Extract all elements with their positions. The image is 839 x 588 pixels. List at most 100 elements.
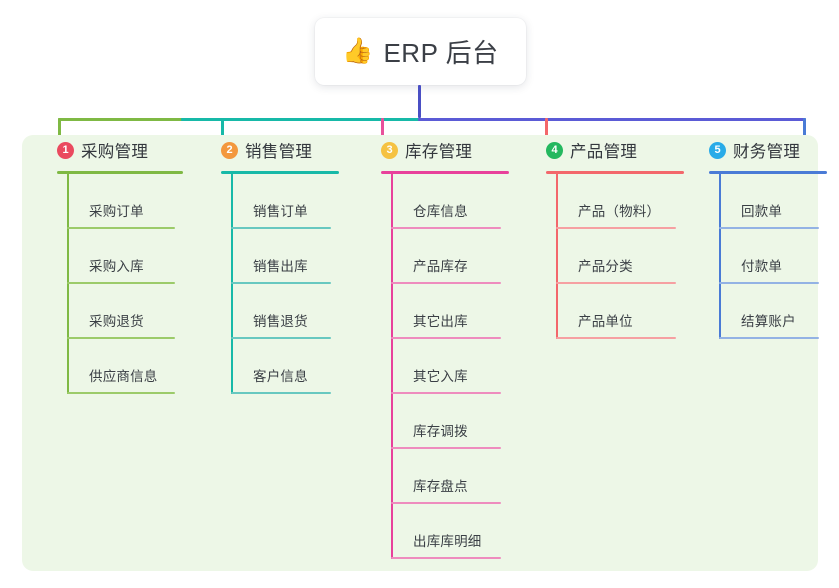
branch-item-label: 采购退货 — [89, 314, 144, 329]
branch-item-list: 产品（物料） 产品分类产品单位 — [556, 174, 676, 339]
branch-number-badge: 5 — [709, 141, 726, 159]
branch-item[interactable]: 库存调拨 — [391, 394, 501, 449]
branch-item-rule — [391, 502, 501, 504]
branch-item[interactable]: 客户信息 — [231, 339, 331, 394]
branch-item-spine — [67, 284, 69, 339]
branch-item-spine — [391, 284, 393, 339]
branch-item-label: 付款单 — [741, 259, 783, 274]
branch-item-label: 产品（物料） — [578, 204, 661, 219]
branch-item-label: 客户信息 — [253, 369, 308, 384]
branch-header-rule — [546, 171, 684, 174]
branch-item-rule — [67, 392, 175, 394]
branch-item[interactable]: 销售出库 — [231, 229, 331, 284]
branch-item-rule — [391, 557, 501, 559]
root-node[interactable]: 👍 ERP 后台 — [315, 18, 526, 85]
branch-title: 销售管理 — [245, 143, 313, 161]
branch-item-spine — [231, 284, 233, 339]
branch-item-rule — [231, 337, 331, 339]
connector-drop-1 — [58, 118, 61, 147]
branch-item[interactable]: 产品（物料） — [556, 174, 676, 229]
branch-item-label: 产品库存 — [413, 259, 468, 274]
branch-number-badge: 2 — [221, 141, 238, 159]
branch-item[interactable]: 结算账户 — [719, 284, 819, 339]
branch-item-spine — [391, 449, 393, 504]
branch-item[interactable]: 库存盘点 — [391, 449, 501, 504]
branch-item-label: 库存调拨 — [413, 424, 468, 439]
branch-item-list: 回款单付款单结算账户 — [719, 174, 819, 339]
branch-item-label: 出库库明细 — [413, 534, 482, 549]
branch-item-rule — [719, 227, 819, 229]
connector-drop-5 — [803, 118, 806, 147]
branch-item-rule — [391, 392, 501, 394]
connector-trunk-green — [58, 118, 183, 121]
branch-item-rule — [231, 392, 331, 394]
branch-item-rule — [231, 282, 331, 284]
branch-item-spine — [67, 174, 69, 229]
branch-header-rule — [57, 171, 183, 174]
branch-column: 2 销售管理销售订单销售出库销售退货客户信息 — [202, 135, 352, 394]
branch-item-rule — [67, 337, 175, 339]
branch-item[interactable]: 回款单 — [719, 174, 819, 229]
branch-item[interactable]: 其它入库 — [391, 339, 501, 394]
branch-item-label: 其它入库 — [413, 369, 468, 384]
connector-trunk-blue — [418, 118, 806, 121]
branch-item[interactable]: 销售退货 — [231, 284, 331, 339]
branch-item-label: 采购订单 — [89, 204, 144, 219]
connector-drop-4 — [545, 118, 548, 147]
branch-item-spine — [719, 229, 721, 284]
branch-item[interactable]: 产品分类 — [556, 229, 676, 284]
branch-item-rule — [67, 282, 175, 284]
branch-item[interactable]: 其它出库 — [391, 284, 501, 339]
branch-item-rule — [391, 447, 501, 449]
root-node-title: ERP 后台 — [383, 38, 499, 68]
branch-item[interactable]: 付款单 — [719, 229, 819, 284]
branch-item-spine — [231, 339, 233, 394]
branch-item-rule — [556, 227, 676, 229]
branch-item-spine — [67, 229, 69, 284]
branch-item[interactable]: 产品单位 — [556, 284, 676, 339]
branch-header[interactable]: 2 销售管理 — [202, 135, 352, 165]
connector-drop-3 — [381, 118, 384, 147]
branch-item-label: 供应商信息 — [89, 369, 158, 384]
branch-item[interactable]: 仓库信息 — [391, 174, 501, 229]
branch-header-rule — [709, 171, 827, 174]
branch-item-label: 回款单 — [741, 204, 783, 219]
branch-item[interactable]: 销售订单 — [231, 174, 331, 229]
branch-item-spine — [556, 229, 558, 284]
branch-item-list: 销售订单销售出库销售退货客户信息 — [231, 174, 331, 394]
branch-item-label: 销售订单 — [253, 204, 308, 219]
thumbs-up-icon: 👍 — [342, 37, 374, 65]
branch-item-rule — [391, 227, 501, 229]
branch-item-spine — [719, 174, 721, 229]
branch-item[interactable]: 出库库明细 — [391, 504, 501, 559]
branch-item-label: 其它出库 — [413, 314, 468, 329]
branch-item[interactable]: 采购订单 — [67, 174, 175, 229]
branch-item[interactable]: 采购退货 — [67, 284, 175, 339]
connector-drop-2 — [221, 118, 224, 147]
branch-item-spine — [231, 174, 233, 229]
branch-item-label: 库存盘点 — [413, 479, 468, 494]
branch-item-label: 产品分类 — [578, 259, 633, 274]
branch-item-spine — [391, 394, 393, 449]
branch-item[interactable]: 采购入库 — [67, 229, 175, 284]
branch-item-spine — [391, 504, 393, 559]
branch-title: 库存管理 — [405, 143, 473, 161]
connector-trunk-teal — [181, 118, 420, 121]
branch-item-label: 采购入库 — [89, 259, 144, 274]
branch-title: 产品管理 — [570, 143, 638, 161]
branch-item-label: 销售退货 — [253, 314, 308, 329]
branch-item-spine — [391, 174, 393, 229]
branch-item-list: 仓库信息产品库存其它出库其它入库库存调拨库存盘点出库库明细 — [391, 174, 501, 559]
root-node-content: 👍 ERP 后台 — [342, 33, 498, 70]
branch-item[interactable]: 供应商信息 — [67, 339, 175, 394]
branch-item[interactable]: 产品库存 — [391, 229, 501, 284]
branch-number-badge: 1 — [57, 141, 74, 159]
